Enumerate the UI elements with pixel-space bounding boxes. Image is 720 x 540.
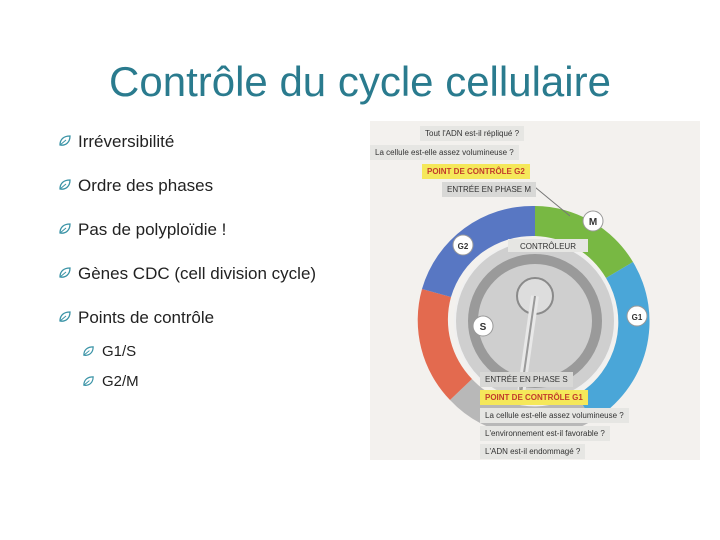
phase-s-label: S (480, 322, 487, 333)
ring-segment-g2 (422, 205, 535, 297)
ring-segment-g1 (577, 262, 650, 421)
bullet-leaf-icon (59, 179, 71, 190)
slide-title: Contrôle du cycle cellulaire (109, 58, 611, 105)
question-tag: L'ADN est-il endommagé ? (480, 444, 586, 459)
bullet-text: Ordre des phases (78, 176, 214, 195)
bullet-leaf-icon (59, 223, 71, 234)
bullet-text: Gènes CDC (cell division cycle) (78, 264, 317, 283)
bullet-text: Irréversibilité (78, 132, 175, 151)
bullet-leaf-icon (59, 311, 71, 322)
bullet-list: Irréversibilité Ordre des phases Pas de … (58, 130, 328, 402)
bullet-item: Ordre des phases (58, 174, 328, 198)
question-tag: La cellule est-elle assez volumineuse ? (370, 145, 519, 160)
bullet-leaf-icon (59, 135, 71, 146)
sub-bullet-text: G1/S (102, 343, 137, 360)
bullet-text: Points de contrôle (78, 308, 215, 327)
question-tag: La cellule est-elle assez volumineuse ? (480, 408, 629, 423)
bullet-leaf-icon (59, 267, 71, 278)
entry-m-tag: ENTRÉE EN PHASE M (442, 182, 537, 197)
question-tag: Tout l'ADN est-il répliqué ? (420, 126, 525, 141)
question-tag: L'environnement est-il favorable ? (480, 426, 610, 441)
sub-bullet-item: G2/M (82, 372, 328, 392)
g2-checkpoint-tag: POINT DE CONTRÔLE G2 (422, 164, 530, 179)
bullet-item: Points de contrôle (58, 306, 328, 330)
phase-g1-label: G1 (632, 313, 643, 322)
bullet-text: Pas de polyploïdie ! (78, 220, 227, 239)
phase-m-label: M (589, 217, 597, 228)
sub-bullet-item: G1/S (82, 342, 328, 362)
bullet-item: Irréversibilité (58, 130, 328, 154)
g1-checkpoint-tag: POINT DE CONTRÔLE G1 (480, 390, 588, 405)
bullet-item: Gènes CDC (cell division cycle) (58, 262, 328, 286)
bullet-item: Pas de polyploïdie ! (58, 218, 328, 242)
ring-segment-s (417, 289, 472, 400)
cell-cycle-figure: M G2 S G1 CONTRÔLEUR Tout l'ADN est-il r… (370, 121, 700, 460)
phase-g2-label: G2 (458, 242, 469, 251)
controller-label: CONTRÔLEUR (520, 242, 576, 251)
bullet-leaf-icon (83, 346, 94, 356)
entry-s-tag: ENTRÉE EN PHASE S (480, 372, 573, 387)
bullet-leaf-icon (83, 376, 94, 386)
sub-bullet-text: G2/M (102, 373, 139, 390)
